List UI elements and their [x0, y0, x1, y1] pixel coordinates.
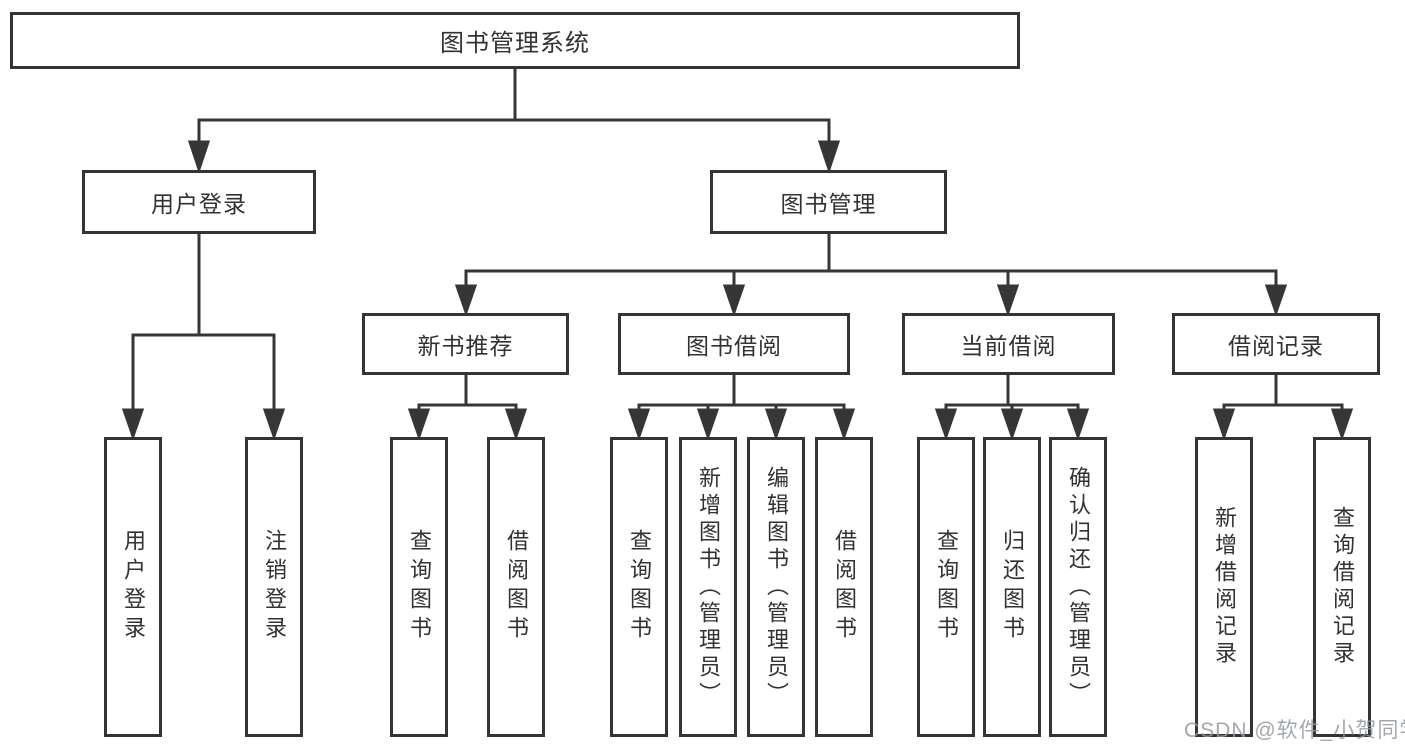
- node-label: 归还图书: [1000, 529, 1025, 645]
- node-book-management: 图书管理: [710, 170, 947, 234]
- node-label: 查询借阅记录: [1330, 506, 1355, 668]
- leaf-logout-login: 注销登录: [245, 437, 303, 737]
- node-borrowing-records: 借阅记录: [1172, 313, 1380, 375]
- node-label: 新增图书（管理员）: [696, 465, 721, 709]
- node-label: 查询图书: [407, 529, 432, 645]
- node-label: 借阅图书: [504, 529, 529, 645]
- node-user-login: 用户登录: [82, 170, 316, 234]
- leaf-query-books-recommend: 查询图书: [390, 437, 448, 737]
- node-label: 查询图书: [934, 529, 959, 645]
- leaf-query-borrow-record: 查询借阅记录: [1313, 437, 1371, 737]
- node-label: 用户登录: [151, 191, 247, 217]
- leaf-user-login: 用户登录: [104, 437, 162, 737]
- leaf-edit-books-admin: 编辑图书（管理员）: [747, 437, 805, 737]
- leaf-return-books: 归还图书: [983, 437, 1041, 737]
- node-label: 当前借阅: [960, 333, 1057, 359]
- leaf-borrow-books-recommend: 借阅图书: [487, 437, 545, 737]
- node-label: 图书管理系统: [440, 30, 590, 57]
- node-label: 用户登录: [121, 529, 146, 645]
- node-label: 编辑图书（管理员）: [764, 465, 789, 709]
- leaf-confirm-return-admin: 确认归还（管理员）: [1049, 437, 1107, 737]
- leaf-query-books-current: 查询图书: [917, 437, 975, 737]
- node-label: 借阅图书: [832, 529, 857, 645]
- node-label: 确认归还（管理员）: [1066, 465, 1091, 709]
- node-label: 注销登录: [262, 529, 287, 645]
- node-new-book-recommendation: 新书推荐: [362, 313, 569, 375]
- leaf-query-books-borrowing: 查询图书: [610, 437, 668, 737]
- leaf-borrow-books-borrowing: 借阅图书: [815, 437, 873, 737]
- node-label: 图书管理: [780, 191, 877, 217]
- node-label: 图书借阅: [686, 333, 782, 359]
- node-book-borrowing: 图书借阅: [618, 313, 850, 375]
- leaf-add-books-admin: 新增图书（管理员）: [679, 437, 737, 737]
- node-label: 新书推荐: [417, 333, 514, 359]
- node-label: 借阅记录: [1228, 333, 1324, 359]
- node-label: 新增借阅记录: [1212, 506, 1237, 668]
- leaf-add-borrow-record: 新增借阅记录: [1195, 437, 1253, 737]
- node-label: 查询图书: [627, 529, 652, 645]
- node-root: 图书管理系统: [10, 12, 1020, 69]
- watermark-text: CSDN @软件_小贺同学: [1184, 719, 1405, 742]
- node-current-borrowing: 当前借阅: [902, 313, 1115, 375]
